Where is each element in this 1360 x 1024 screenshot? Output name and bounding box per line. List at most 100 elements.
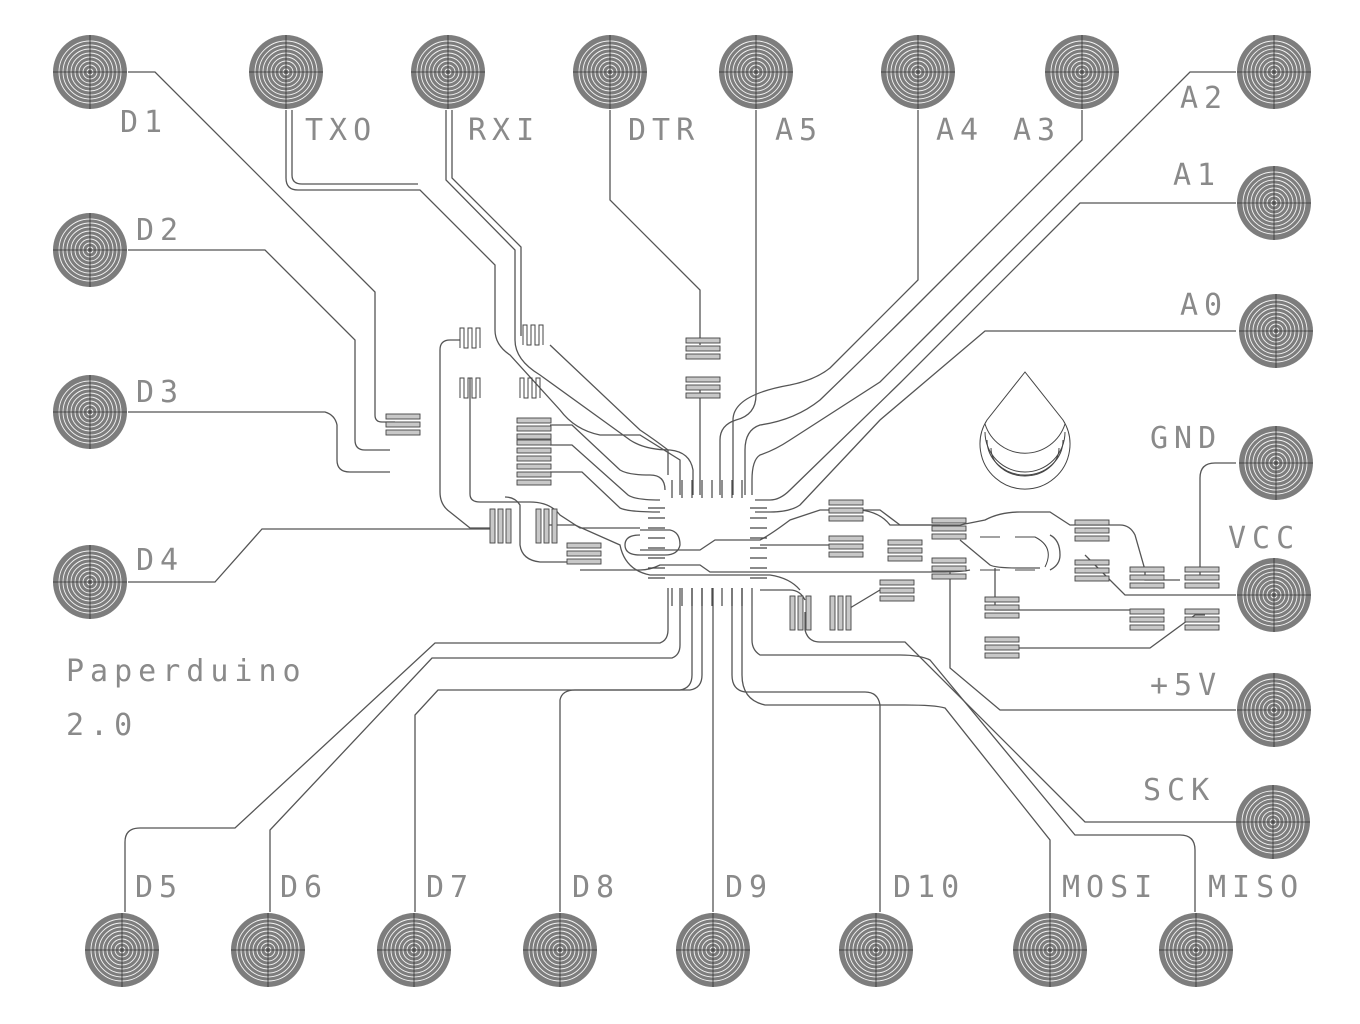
trace-d2 bbox=[128, 249, 390, 451]
pad-a5[interactable] bbox=[718, 34, 794, 110]
trace-left-4 bbox=[550, 424, 666, 491]
trace-d10 bbox=[731, 588, 881, 912]
label-dtr: DTR bbox=[628, 113, 700, 148]
trace-dtr bbox=[609, 110, 701, 345]
label-mosi: MOSI bbox=[1062, 870, 1158, 905]
trace-d6 bbox=[269, 588, 681, 912]
trace-a2 bbox=[751, 71, 1236, 495]
trace-d3 bbox=[128, 411, 390, 473]
label-a5: A5 bbox=[775, 113, 823, 148]
pad-a1[interactable] bbox=[1236, 165, 1312, 241]
trace-left-5 bbox=[550, 444, 661, 501]
trace-r-5 bbox=[1000, 614, 1205, 649]
pad-a0[interactable] bbox=[1238, 293, 1314, 369]
trace-mid-4 bbox=[760, 589, 806, 601]
label-txo: TXO bbox=[305, 113, 377, 148]
label-miso: MISO bbox=[1208, 870, 1304, 905]
smd-dtr-cap-1 bbox=[685, 337, 721, 360]
board-title: Paperduino 2.0 bbox=[66, 654, 307, 743]
smd-right-10 bbox=[984, 596, 1020, 619]
trace-left-2 bbox=[469, 378, 640, 529]
smd-right-1 bbox=[828, 499, 864, 522]
trace-sck bbox=[804, 612, 1236, 823]
smd-right-4 bbox=[931, 517, 967, 540]
label-d7: D7 bbox=[426, 870, 474, 905]
trace-mosi bbox=[741, 588, 1051, 912]
trace-miso bbox=[751, 588, 1196, 912]
smd-bottom-2 bbox=[829, 595, 852, 631]
smd-right-12 bbox=[1129, 608, 1165, 631]
pad-d5[interactable] bbox=[84, 912, 160, 988]
pad-d7[interactable] bbox=[376, 912, 452, 988]
label-d4: D4 bbox=[136, 543, 184, 578]
smd-bottom-1 bbox=[789, 595, 812, 631]
smd-right-3 bbox=[887, 539, 923, 562]
label-a0: A0 bbox=[1180, 288, 1228, 323]
label-d8: D8 bbox=[572, 870, 620, 905]
pad-d2[interactable] bbox=[52, 212, 128, 288]
trace-rxi bbox=[445, 110, 694, 495]
label-a2: A2 bbox=[1180, 81, 1228, 116]
trace-a0 bbox=[755, 330, 1236, 513]
component-outline bbox=[980, 536, 1049, 571]
trace-r-3 bbox=[1049, 534, 1061, 571]
label-a1: A1 bbox=[1173, 158, 1221, 193]
trace-a1 bbox=[755, 202, 1236, 501]
trace-left-3 bbox=[549, 344, 669, 475]
meander-4 bbox=[519, 377, 541, 399]
trace-a3 bbox=[744, 110, 1083, 495]
pads bbox=[52, 34, 1314, 988]
water-drop-icon bbox=[979, 371, 1071, 490]
label-a4: A4 bbox=[936, 113, 984, 148]
smd-crystal-cap-2 bbox=[535, 508, 558, 544]
pad-sck[interactable] bbox=[1235, 784, 1311, 860]
pad-d9[interactable] bbox=[675, 912, 751, 988]
pad-rxi[interactable] bbox=[410, 34, 486, 110]
meander-3 bbox=[522, 324, 544, 346]
pad-a2[interactable] bbox=[1236, 34, 1312, 110]
pad-d1[interactable] bbox=[52, 34, 128, 110]
smd-right-14 bbox=[879, 579, 915, 602]
label-gnd: GND bbox=[1150, 421, 1222, 456]
trace-d7 bbox=[414, 588, 693, 912]
trace-a5 bbox=[719, 110, 757, 495]
smd-right-6 bbox=[1074, 519, 1110, 542]
trace-r-2 bbox=[959, 539, 1040, 569]
label-rxi: RXI bbox=[468, 113, 540, 148]
smd-crystal-cap-1 bbox=[489, 508, 512, 544]
pad-d6[interactable] bbox=[230, 912, 306, 988]
trace-d1 bbox=[128, 71, 395, 423]
pad-dtr[interactable] bbox=[572, 34, 648, 110]
pad-mosi[interactable] bbox=[1012, 912, 1088, 988]
trace-left-7 bbox=[504, 496, 570, 563]
label-d10: D10 bbox=[893, 870, 965, 905]
smd-right-7 bbox=[1074, 559, 1110, 582]
trace-left-1 bbox=[439, 339, 490, 529]
smd-resistor-2 bbox=[516, 439, 552, 462]
pad-d10[interactable] bbox=[838, 912, 914, 988]
pad-d4[interactable] bbox=[52, 544, 128, 620]
trace-txo-b bbox=[291, 110, 418, 185]
trace-gnd bbox=[1199, 462, 1236, 575]
pad-a4[interactable] bbox=[880, 34, 956, 110]
smd-right-13 bbox=[1184, 608, 1220, 631]
trace-rxi-b bbox=[451, 110, 522, 336]
pad-5v[interactable] bbox=[1236, 672, 1312, 748]
pad-d3[interactable] bbox=[52, 374, 128, 450]
smd-resistor-3 bbox=[516, 463, 552, 486]
pad-d8[interactable] bbox=[522, 912, 598, 988]
label-d3: D3 bbox=[136, 375, 184, 410]
pad-a3[interactable] bbox=[1044, 34, 1120, 110]
label-5v: +5V bbox=[1150, 668, 1222, 703]
smd-right-11 bbox=[984, 636, 1020, 659]
pad-miso[interactable] bbox=[1158, 912, 1234, 988]
pad-gnd[interactable] bbox=[1238, 425, 1314, 501]
pad-txo[interactable] bbox=[248, 34, 324, 110]
trace-mid-1 bbox=[640, 509, 940, 551]
trace-loop bbox=[624, 529, 681, 556]
title-name: Paperduino bbox=[66, 654, 307, 689]
smd-right-8 bbox=[1129, 566, 1165, 589]
pad-vcc[interactable] bbox=[1236, 557, 1312, 633]
trace-a4 bbox=[732, 110, 919, 495]
